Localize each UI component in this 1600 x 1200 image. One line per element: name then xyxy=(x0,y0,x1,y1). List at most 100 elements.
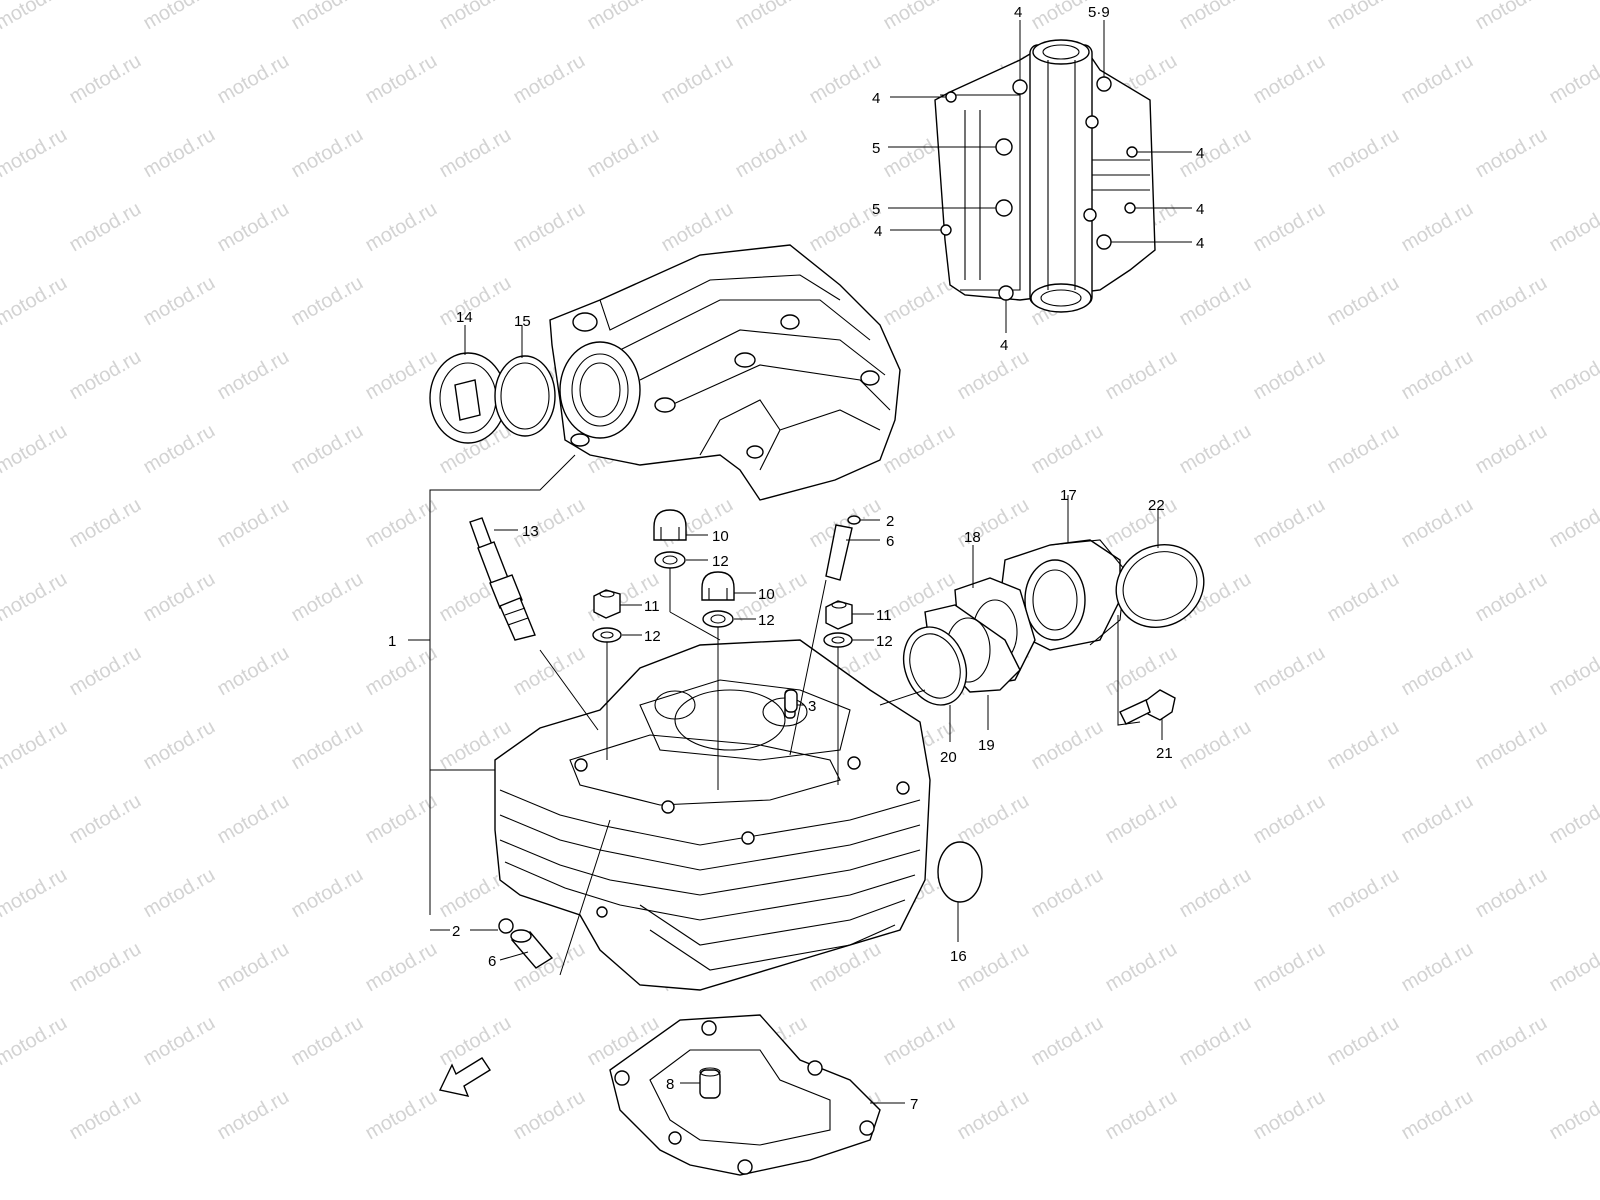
watermark-text: motod.ru xyxy=(0,568,71,627)
watermark-text: motod.ru xyxy=(1472,864,1551,923)
dowel-pin-8 xyxy=(699,1067,721,1099)
callout-22: 22 xyxy=(1148,497,1165,514)
watermark-text: motod.ru xyxy=(1472,716,1551,775)
watermark-text: motod.ru xyxy=(1250,642,1329,701)
watermark-text: motod.ru xyxy=(1324,864,1403,923)
watermark-text: motod.ru xyxy=(0,420,71,479)
watermark-text: motod.ru xyxy=(436,0,515,34)
watermark-layer: motod.ru motod.ru motod.ru motod.ru motod.ru… xyxy=(0,0,1600,1144)
watermark-text: motod.ru xyxy=(214,1086,293,1145)
watermark-text: motod.ru xyxy=(66,1086,145,1145)
callout-5-top: 5 xyxy=(872,140,880,157)
watermark-text: motod.ru xyxy=(1250,1086,1329,1145)
watermark-text: motod.ru xyxy=(1546,642,1600,701)
callout-12-b: 12 xyxy=(758,612,775,629)
callout-21: 21 xyxy=(1156,745,1173,762)
washer-12-b xyxy=(702,610,734,628)
watermark-text: motod.ru xyxy=(0,272,71,331)
callout-15: 15 xyxy=(514,313,531,330)
watermark-text: motod.ru xyxy=(140,420,219,479)
callout-3: 3 xyxy=(808,698,816,715)
watermark-text: motod.ru xyxy=(140,272,219,331)
watermark-text: motod.ru xyxy=(1398,50,1477,109)
callout-6-upper: 6 xyxy=(886,533,894,550)
watermark-text: motod.ru xyxy=(1102,642,1181,701)
callout-2-lower: 2 xyxy=(452,923,460,940)
watermark-text: motod.ru xyxy=(1472,0,1551,34)
watermark-text: motod.ru xyxy=(0,864,71,923)
callout-11-a: 11 xyxy=(644,598,660,615)
watermark-text: motod.ru xyxy=(510,642,589,701)
callout-11-b: 11 xyxy=(876,607,892,624)
watermark-text: motod.ru xyxy=(1102,494,1181,553)
valve-guide-6-lower xyxy=(498,918,554,969)
watermark-text: motod.ru xyxy=(1028,1012,1107,1071)
watermark-text: motod.ru xyxy=(1250,198,1329,257)
watermark-text: motod.ru xyxy=(1324,420,1403,479)
watermark-text: motod.ru xyxy=(0,124,71,183)
watermark-text: motod.ru xyxy=(954,346,1033,405)
watermark-text: motod.ru xyxy=(1250,346,1329,405)
callout-4-right-2: 4 xyxy=(1196,201,1204,218)
watermark-text: motod.ru xyxy=(288,568,367,627)
watermark-text: motod.ru xyxy=(1250,50,1329,109)
watermark-text: motod.ru xyxy=(214,790,293,849)
callout-12-a: 12 xyxy=(712,553,729,570)
clamp-22 xyxy=(1115,543,1205,629)
watermark-text: motod.ru xyxy=(954,790,1033,849)
watermark-text: motod.ru xyxy=(1324,272,1403,331)
watermark-text: motod.ru xyxy=(1398,1086,1477,1145)
watermark-text: motod.ru xyxy=(510,198,589,257)
callout-5-9: 5·9 xyxy=(1088,4,1110,21)
callout-5-bottom: 5 xyxy=(872,201,880,218)
watermark-text: motod.ru xyxy=(362,198,441,257)
callout-20: 20 xyxy=(940,749,957,766)
watermark-text: motod.ru xyxy=(66,50,145,109)
watermark-text: motod.ru xyxy=(140,124,219,183)
watermark-text: motod.ru xyxy=(1250,494,1329,553)
watermark-text: motod.ru xyxy=(1028,864,1107,923)
watermark-text: motod.ru xyxy=(66,938,145,997)
watermark-text: motod.ru xyxy=(214,198,293,257)
watermark-text: motod.ru xyxy=(288,272,367,331)
watermark-text: motod.ru xyxy=(1324,568,1403,627)
watermark-text: motod.ru xyxy=(1398,346,1477,405)
washer-12-c xyxy=(592,627,622,643)
watermark-text: motod.ru xyxy=(288,0,367,34)
callout-7: 7 xyxy=(910,1096,918,1113)
dowel-pin-3 xyxy=(784,689,798,713)
cap-part-14 xyxy=(429,352,507,444)
cap-nut-10-a xyxy=(653,509,687,541)
watermark-text: motod.ru xyxy=(1102,1086,1181,1145)
watermark-text: motod.ru xyxy=(1028,716,1107,775)
callout-6-lower: 6 xyxy=(488,953,496,970)
bolt-21 xyxy=(1119,689,1176,725)
cylinder-head-gasket-7 xyxy=(609,1014,881,1176)
watermark-text: motod.ru xyxy=(1102,346,1181,405)
watermark-text: motod.ru xyxy=(584,124,663,183)
watermark-text: motod.ru xyxy=(880,0,959,34)
watermark-text: motod.ru xyxy=(66,346,145,405)
watermark-text: motod.ru xyxy=(1398,642,1477,701)
watermark-text: motod.ru xyxy=(510,1086,589,1145)
watermark-text: motod.ru xyxy=(658,50,737,109)
watermark-text: motod.ru xyxy=(1324,716,1403,775)
watermark-text: motod.ru xyxy=(1102,938,1181,997)
watermark-text: motod.ru xyxy=(0,1012,71,1071)
watermark-text: motod.ru xyxy=(1028,420,1107,479)
watermark-text: motod.ru xyxy=(1176,1012,1255,1071)
spark-plug-13 xyxy=(469,517,536,641)
watermark-text: motod.ru xyxy=(1546,790,1600,849)
watermark-text: motod.ru xyxy=(362,50,441,109)
watermark-text: motod.ru xyxy=(1398,198,1477,257)
watermark-text: motod.ru xyxy=(0,716,71,775)
watermark-text: motod.ru xyxy=(362,642,441,701)
callout-4-left-bottom: 4 xyxy=(874,223,882,240)
watermark-text: motod.ru xyxy=(214,642,293,701)
callout-17: 17 xyxy=(1060,487,1077,504)
watermark-text: motod.ru xyxy=(1546,346,1600,405)
watermark-text: motod.ru xyxy=(1176,716,1255,775)
watermark-text: motod.ru xyxy=(1176,864,1255,923)
watermark-text: motod.ru xyxy=(1472,420,1551,479)
callout-4-right-3: 4 xyxy=(1196,235,1204,252)
